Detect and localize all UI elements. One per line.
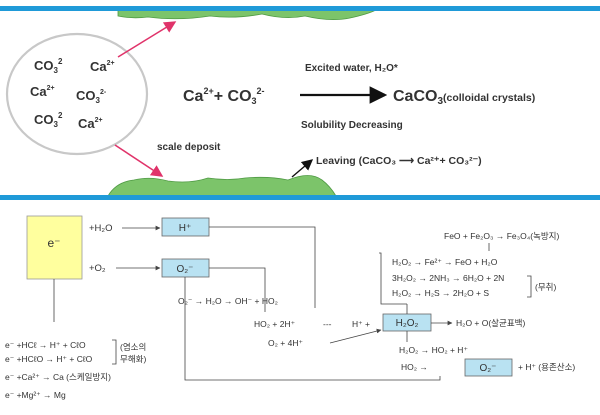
arrow-to-bottom-deposit [114, 144, 164, 177]
reaction-reactants: Ca2++ CO32- [183, 86, 265, 106]
leaving-arrow [291, 159, 314, 178]
h2o2-ho2-reaction: H₂O₂ → HO₂ + H⁺ [399, 345, 468, 355]
superoxide-chain: O₂⁻ → H₂O → OH⁻ + HO₂ [178, 296, 278, 306]
arrow-to-top-deposit [117, 21, 177, 58]
dissolved-oxygen-text: + H⁺ (용존산소) [518, 362, 575, 372]
scale-deposit-label: scale deposit [157, 142, 221, 153]
ion-ca-a: Ca2+ [90, 59, 115, 74]
plus-h2o-label: +H₂O [89, 223, 113, 234]
excited-water-label: Excited water, H₂O* [305, 63, 398, 74]
reaction-flow-panel: e⁻ +H₂O +O₂ H⁺ O₂⁻ O₂⁻ → H₂O → OH⁻ + HO₂… [5, 215, 575, 400]
o2-minus-connector [209, 267, 266, 312]
leaving-label: Leaving (CaCO₃ ⟶ Ca²⁺+ CO₃²⁻) [316, 155, 482, 167]
dashes-text: --- [323, 319, 332, 329]
h-plus-plus-text: H⁺ + [352, 319, 370, 329]
chlorine-note-2: 무해화) [120, 354, 146, 364]
pipe-panel: CO32 Ca2+ Ca2+ CO32- CO32 Ca2+ Excited w… [0, 6, 600, 200]
ion-circle [5, 32, 149, 156]
top-scale-deposit [117, 9, 377, 20]
ion-ca-c: Ca2+ [78, 116, 103, 131]
o2-4h-arrow [329, 328, 382, 344]
chlorine-bracket [112, 339, 117, 365]
ion-co3-c: CO32 [34, 111, 63, 129]
deodor-bracket [527, 275, 532, 298]
e-ca-reaction: e⁻ +Ca²⁺ → Ca (스케일방지) [5, 372, 111, 382]
h2o2-branch-connector [379, 252, 407, 305]
deodor-label: (무취) [535, 282, 556, 292]
o2-minus-box-2-label: O₂⁻ [480, 363, 497, 374]
e-mg-reaction: e⁻ +Mg²⁺ → Mg [5, 390, 66, 400]
ion-co3-a: CO32 [34, 57, 63, 75]
ion-co3-b: CO32- [76, 88, 107, 105]
feo-reaction: FeO + Fe₂O₃ → Fe₃O₄(녹방지) [444, 231, 559, 241]
h2s-reaction: H₂O₂ → H₂S → 2H₂O + S [392, 288, 489, 298]
nh3-reaction: 3H₂O₂ → 2NH₃ → 6H₂O + 2N [392, 273, 504, 283]
solubility-label: Solubility Decreasing [301, 120, 403, 131]
ho2-arrow-text: HO₂ → [401, 362, 428, 372]
pipe-wall-bottom [0, 195, 600, 200]
h-plus-connector [209, 226, 316, 308]
pipe-wall-top [0, 6, 600, 11]
o2-minus-long-connector [184, 277, 441, 381]
reaction-product: CaCO3(colloidal crystals) [393, 88, 535, 107]
h-plus-box-label: H⁺ [179, 223, 192, 234]
chlorine-note-1: (염소의 [120, 342, 146, 352]
o2-minus-box-2 [464, 358, 513, 377]
e-hcl-reaction: e⁻ +HCℓ → H⁺ + CℓO [5, 340, 86, 350]
e-hclo-reaction: e⁻ +HCℓO → H⁺ + CℓO [5, 354, 93, 364]
bottom-scale-deposit [107, 175, 337, 197]
o2-4h-text: O₂ + 4H⁺ [268, 338, 303, 348]
plus-o2-label: +O₂ [89, 263, 106, 274]
electron-box [26, 215, 83, 280]
ion-ca-b: Ca2+ [30, 84, 55, 99]
h2o2-box-label: H₂O₂ [396, 318, 419, 329]
ho2-2h-text: HO₂ + 2H⁺ [254, 319, 296, 329]
sterilize-text: H₂O + O(살균표백) [456, 318, 525, 328]
o2-minus-box-label: O₂⁻ [177, 264, 194, 275]
h2o2-fe-reaction: H₂O₂ → Fe²⁺ → FeO + H₂O [392, 257, 498, 267]
electron-label: e⁻ [47, 236, 60, 250]
